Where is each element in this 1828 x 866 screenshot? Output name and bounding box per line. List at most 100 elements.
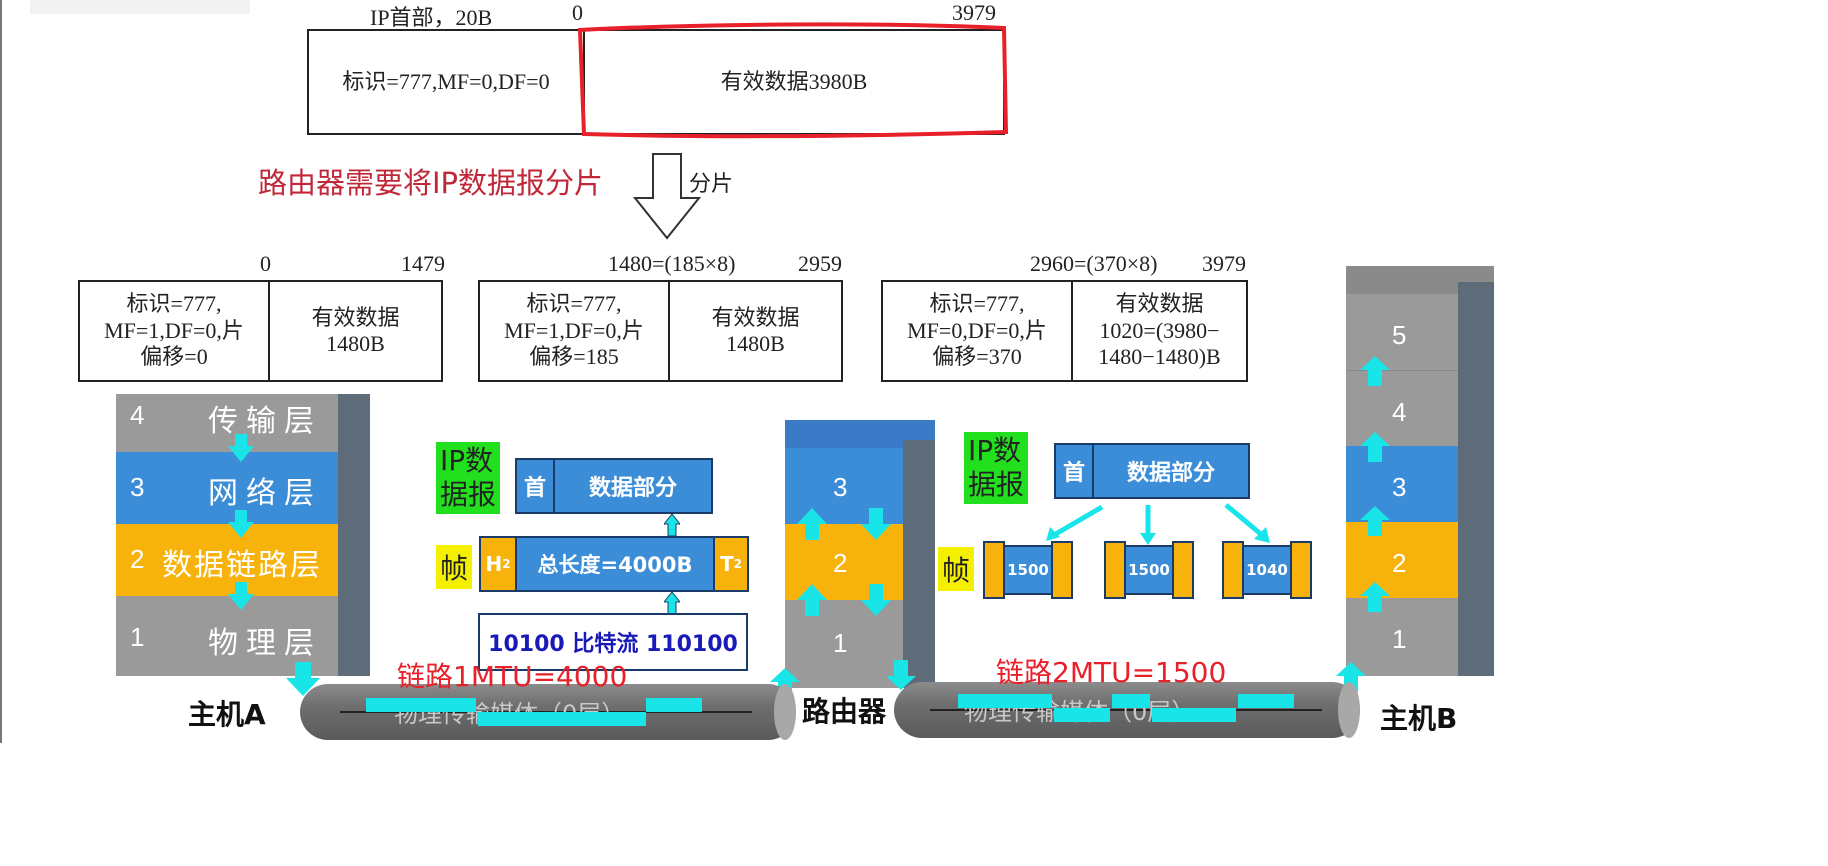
right-frame-3-tail (1290, 541, 1312, 599)
right-ip-data-part: 数据部分 (1092, 443, 1250, 499)
router-stack: 3 2 1 (785, 420, 935, 688)
host-a-layer-2-num: 2 (130, 544, 144, 575)
left-ip-datagram-tag: IP数 据报 (436, 442, 500, 514)
right-frame-1-tail (1051, 541, 1073, 599)
left-up-arrow-icon (664, 514, 680, 536)
left-t2-sub: 2 (734, 557, 742, 571)
left-ip-tag-line-1: IP数 (440, 444, 496, 478)
fragment-3-header-line-2: MF=0,DF=0,片 (907, 318, 1047, 344)
fragment-1-header: 标识=777, MF=1,DF=0,片 偏移=0 (80, 282, 268, 380)
fragment-3-header-line-3: 偏移=370 (932, 344, 1021, 370)
fragment-2-header-line-2: MF=1,DF=0,片 (504, 318, 644, 344)
fragment-2-data: 有效数据 1480B (670, 282, 841, 380)
left-h2-sub: 2 (502, 557, 510, 571)
link2-bit-block (958, 694, 1052, 708)
host-b-layer-2-num: 2 (1392, 548, 1406, 579)
fragment-3-range-start: 2960=(370×8) (1030, 251, 1157, 277)
left-ip-tag-line-2: 据报 (440, 478, 496, 512)
host-a-layer-4-name: 传输层 (208, 396, 322, 440)
right-ip-head: 首 (1054, 443, 1094, 499)
fragment-1-range-end: 1479 (401, 251, 445, 277)
link2-pipe-end (1338, 682, 1360, 738)
fragment-1-data-line-1: 有效数据 (311, 305, 399, 331)
link1-bit-block (478, 712, 562, 726)
host-b-layer-4-num: 4 (1392, 397, 1406, 428)
diagram-canvas: IP首部，20B 0 3979 标识=777,MF=0,DF=0 有效数据398… (0, 0, 1568, 743)
fragment-2-data-line-2: 1480B (726, 331, 785, 357)
fragment-2: 标识=777, MF=1,DF=0,片 偏移=185 有效数据 1480B (478, 280, 843, 382)
fragment-3-data-line-2: 1020=(3980− (1099, 318, 1219, 344)
fragment-2-header-line-3: 偏移=185 (529, 344, 618, 370)
host-b-arrow-up-icon (1360, 582, 1390, 612)
original-header-cell: 标识=777,MF=0,DF=0 (309, 31, 583, 133)
right-frame-tag: 帧 (938, 547, 974, 591)
host-a-layer-2: 2 数据链路层 (116, 524, 338, 596)
right-frame-2-body: 1500 (1124, 545, 1174, 595)
host-b-label: 主机B (1380, 697, 1457, 737)
red-highlight-annotation (574, 18, 1014, 142)
host-b-arrow-up-icon (1360, 506, 1390, 536)
fragment-1-range-start: 0 (260, 251, 271, 277)
host-b-side-shade (1458, 282, 1494, 676)
fragment-1-header-line-2: MF=1,DF=0,片 (104, 318, 244, 344)
fragment-2-range-start: 1480=(185×8) (608, 251, 735, 277)
left-frame-tag: 帧 (436, 545, 472, 589)
fragment-3-data-line-1: 有效数据 (1115, 291, 1203, 317)
fragment-2-header: 标识=777, MF=1,DF=0,片 偏移=185 (480, 282, 668, 380)
fragment-3-data: 有效数据 1020=(3980− 1480−1480)B (1073, 282, 1246, 380)
host-b-stack: 5 4 3 2 1 (1346, 266, 1494, 676)
right-frame-3-body: 1040 (1242, 545, 1292, 595)
right-frame-2-head (1104, 541, 1126, 599)
host-a-side-shade (338, 394, 370, 676)
fragment-1-header-line-1: 标识=777, (127, 291, 222, 317)
host-a-layer-3: 3 网络层 (116, 452, 338, 524)
host-a-layer-1-num: 1 (130, 622, 144, 653)
right-ip-tag-line-2: 据报 (968, 468, 1024, 502)
fragment-2-range-end: 2959 (798, 251, 842, 277)
ip-header-size-label: IP首部，20B (370, 0, 492, 32)
fragment-3-range-end: 3979 (1202, 251, 1246, 277)
left-up-arrow-icon (664, 592, 680, 614)
fragment-note: 路由器需要将IP数据报分片 (258, 160, 603, 202)
right-blank-area (1568, 0, 1828, 866)
router-arrow-down-icon (861, 508, 891, 540)
fragment-3: 标识=777, MF=0,DF=0,片 偏移=370 有效数据 1020=(39… (881, 280, 1248, 382)
link2-bit-block (1112, 694, 1150, 708)
link2-bit-block (1152, 708, 1236, 722)
router-arrow-up-icon (797, 508, 827, 540)
host-a-stack: 4 传输层 3 网络层 2 数据链路层 1 物理层 (116, 394, 372, 676)
host-a-arrow-down-icon (228, 510, 254, 538)
right-frame-1-body: 1500 (1003, 545, 1053, 595)
fragment-3-header: 标识=777, MF=0,DF=0,片 偏移=370 (883, 282, 1071, 380)
link1-bit-block (646, 698, 702, 712)
host-b-arrow-up-icon (1360, 432, 1390, 462)
router-arrow-up-icon (797, 584, 827, 616)
host-b-layer-5-num: 5 (1392, 320, 1406, 351)
host-b-layer-3-num: 3 (1392, 472, 1406, 503)
link1-pipe-end (774, 684, 796, 740)
host-a-layer-3-num: 3 (130, 472, 144, 503)
split-arrows-icon (1040, 499, 1280, 547)
left-frame-h2: H2 (479, 536, 517, 592)
left-t2-letter: T (720, 552, 734, 576)
fragment-2-data-line-1: 有效数据 (711, 305, 799, 331)
left-edge-line (0, 0, 2, 743)
host-a-arrow-down-icon (228, 434, 254, 462)
router-layer-1-num: 1 (833, 628, 847, 659)
fragment-2-header-line-1: 标识=777, (527, 291, 622, 317)
bottom-blank-area (0, 743, 1568, 866)
link1-mtu-label: 链路1MTU=4000 (397, 655, 627, 695)
right-ip-datagram-tag: IP数 据报 (964, 432, 1028, 504)
fragment-3-data-line-3: 1480−1480)B (1098, 344, 1220, 370)
right-frame-1-head (983, 541, 1005, 599)
fragment-arrow-label: 分片 (689, 166, 733, 198)
link1-bit-block (562, 712, 646, 726)
left-frame-total-length: 总长度=4000B (515, 536, 715, 592)
host-a-layer-1-name: 物理层 (208, 618, 322, 662)
right-ip-tag-line-1: IP数 (968, 434, 1024, 468)
host-a-arrow-down-icon (228, 582, 254, 610)
fragment-1-data-line-2: 1480B (326, 331, 385, 357)
left-ip-head: 首 (515, 458, 555, 514)
link2-bit-block (1238, 694, 1294, 708)
faded-caption (30, 0, 250, 14)
